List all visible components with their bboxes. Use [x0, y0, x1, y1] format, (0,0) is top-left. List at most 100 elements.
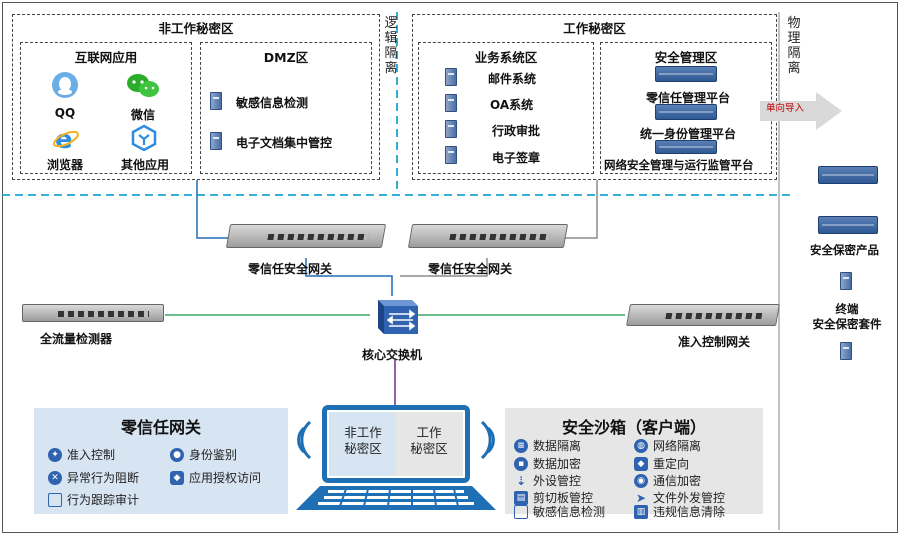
traffic-detector-label: 全流量检测器	[40, 332, 113, 346]
shield-icon: ◆	[634, 456, 648, 471]
laptop-keyboard	[296, 486, 496, 512]
sandbox-panel-title: 安全沙箱（客户端）	[561, 418, 706, 437]
laptop-work-label: 工作 秘密区	[410, 425, 448, 456]
access-gateway-label: 准入控制网关	[678, 335, 751, 349]
server-icon	[445, 120, 457, 138]
business-box	[418, 42, 594, 174]
other-app-icon	[130, 124, 158, 152]
sandbox-feature-data-isolation: ≡数据隔离	[514, 437, 581, 454]
folder-icon	[514, 504, 528, 519]
sandbox-feature-sensitive: 敏感信息检测	[514, 503, 605, 520]
database-icon: ≡	[514, 438, 528, 453]
security-product-icon	[818, 166, 878, 184]
zt-gateway-left-label: 零信任安全网关	[248, 262, 333, 276]
server-icon	[210, 92, 222, 110]
dmz-title: DMZ区	[263, 50, 309, 65]
sandbox-feature-comm-encrypt: ◉通信加密	[634, 472, 701, 489]
sandbox-feature-file-out: ➤文件外发管控	[635, 490, 726, 506]
clipboard-icon: ▤	[514, 490, 528, 505]
lock-icon: ▪	[514, 456, 528, 471]
line-work-gateway	[562, 180, 598, 239]
shield-icon: ◆	[170, 470, 184, 485]
terminal-icon	[840, 342, 852, 360]
one-way-arrow	[760, 92, 842, 130]
security-product-label: 安全保密产品	[810, 243, 879, 257]
wifi-left-icon	[282, 420, 312, 460]
security-product-icon	[818, 216, 878, 234]
block-icon: ✕	[48, 470, 62, 485]
biz-item-oa: OA系统	[490, 98, 534, 112]
folder-icon	[48, 492, 62, 507]
qq-icon	[52, 72, 78, 98]
send-icon: ➤	[635, 490, 647, 505]
zt-feature-access: ✦准入控制	[48, 446, 115, 463]
zt-gateway-panel	[34, 408, 288, 514]
non-work-zone	[12, 14, 380, 180]
mgmt-item-zt-platform: 零信任管理平台	[646, 91, 731, 105]
biz-item-approval: 行政审批	[492, 124, 541, 138]
logical-isolation-label: 逻辑隔离	[384, 16, 398, 76]
laptop-work-pane	[396, 412, 463, 476]
core-switch-label: 核心交换机	[362, 348, 423, 362]
traffic-detector-device	[22, 304, 164, 322]
zt-gateway-panel-title: 零信任网关	[120, 418, 201, 437]
sandbox-feature-clear: ▥违规信息清除	[634, 503, 725, 520]
zt-gateway-right-label: 零信任安全网关	[428, 262, 513, 276]
mgmt-item-netsec: 网络安全管理与运行监管平台	[604, 158, 754, 172]
sandbox-feature-redirect: ◆重定向	[634, 455, 689, 472]
sandbox-feature-peripheral: ⇣外设管控	[515, 473, 582, 489]
terminal-kit-label: 终端 安全保密套件	[812, 302, 882, 331]
server-icon	[445, 94, 457, 112]
zt-gateway-left	[225, 224, 387, 248]
zt-feature-authorize: ◆应用授权访问	[170, 469, 261, 486]
biz-item-mail: 邮件系统	[488, 72, 537, 86]
security-mgmt-title: 安全管理区	[654, 50, 718, 65]
work-zone	[412, 14, 777, 180]
access-gateway-device	[626, 304, 780, 326]
server-icon	[445, 146, 457, 164]
app-browser: 浏览器	[46, 158, 83, 172]
rack-server-icon	[655, 66, 717, 82]
terminal-icon	[840, 272, 852, 290]
laptop-screen	[322, 405, 470, 483]
internet-apps-title: 互联网应用	[74, 50, 138, 65]
user-icon: ●	[170, 447, 184, 462]
zt-feature-audit: 行为跟踪审计	[48, 491, 139, 508]
physical-isolation-label: 物理隔离	[787, 16, 801, 76]
business-title: 业务系统区	[474, 50, 538, 65]
sandbox-feature-data-encrypt: ▪数据加密	[514, 455, 581, 472]
server-icon	[210, 132, 222, 150]
line-gw-left-switch	[305, 258, 393, 296]
work-zone-title: 工作秘密区	[563, 21, 626, 36]
app-qq: QQ	[54, 106, 76, 120]
trash-icon: ▥	[634, 504, 648, 519]
biz-item-esign: 电子签章	[492, 151, 541, 165]
laptop-nonwork-label: 非工作 秘密区	[344, 425, 382, 456]
browser-icon: e	[52, 124, 80, 155]
one-way-label: 单向导入	[766, 103, 805, 114]
globe-icon: ◍	[634, 438, 648, 453]
app-other: 其他应用	[120, 158, 169, 172]
access-icon: ✦	[48, 447, 62, 462]
dmz-item-sensitive-detect: 敏感信息检测	[236, 96, 309, 110]
wechat-icon	[125, 72, 161, 100]
line-nonwork-gateway	[196, 180, 232, 239]
rack-server-icon	[655, 104, 717, 120]
dmz-item-doc-control: 电子文档集中管控	[236, 136, 333, 150]
sandbox-feature-clipboard: ▤剪切板管控	[514, 489, 593, 506]
core-switch-icon	[372, 294, 418, 338]
zt-gateway-right	[407, 224, 569, 248]
line-gw-right-switch	[400, 258, 488, 277]
laptop-nonwork-pane	[329, 412, 396, 476]
mgmt-item-identity: 统一身份管理平台	[640, 127, 737, 141]
app-wechat: 微信	[130, 108, 155, 122]
dmz-box	[200, 42, 372, 174]
wifi-right-icon	[480, 420, 510, 460]
rack-server-icon	[655, 140, 717, 154]
usb-icon: ⇣	[515, 473, 527, 488]
zt-feature-block: ✕异常行为阻断	[48, 469, 139, 486]
internet-apps-box	[20, 42, 192, 174]
sandbox-feature-net-isolation: ◍网络隔离	[634, 437, 701, 454]
